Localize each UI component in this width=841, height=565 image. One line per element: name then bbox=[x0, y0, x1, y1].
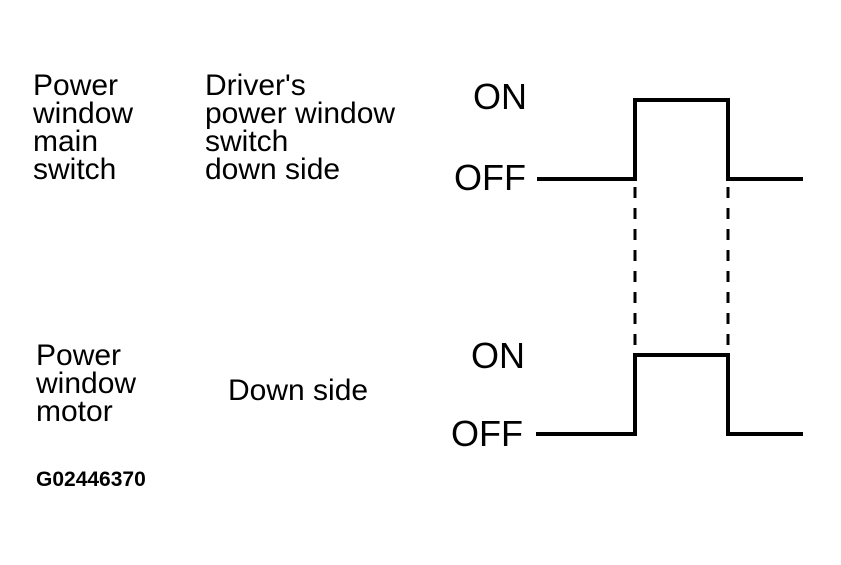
main-switch-pulse-waveform bbox=[537, 98, 803, 181]
main-switch-on-label: ON bbox=[473, 76, 527, 117]
figure-id: G02446370 bbox=[36, 468, 146, 491]
down-side-label: Down side bbox=[228, 374, 369, 407]
power-window-main-switch-label: Power window main switch bbox=[33, 69, 134, 186]
motor-off-label: OFF bbox=[451, 413, 523, 454]
motor-pulse-waveform bbox=[536, 353, 803, 436]
drivers-power-window-switch-down-side-label: Driver's power window switch down side bbox=[205, 69, 396, 186]
motor-on-label: ON bbox=[471, 335, 525, 376]
main-switch-off-label: OFF bbox=[454, 157, 526, 198]
power-window-motor-label: Power window motor bbox=[36, 339, 137, 428]
